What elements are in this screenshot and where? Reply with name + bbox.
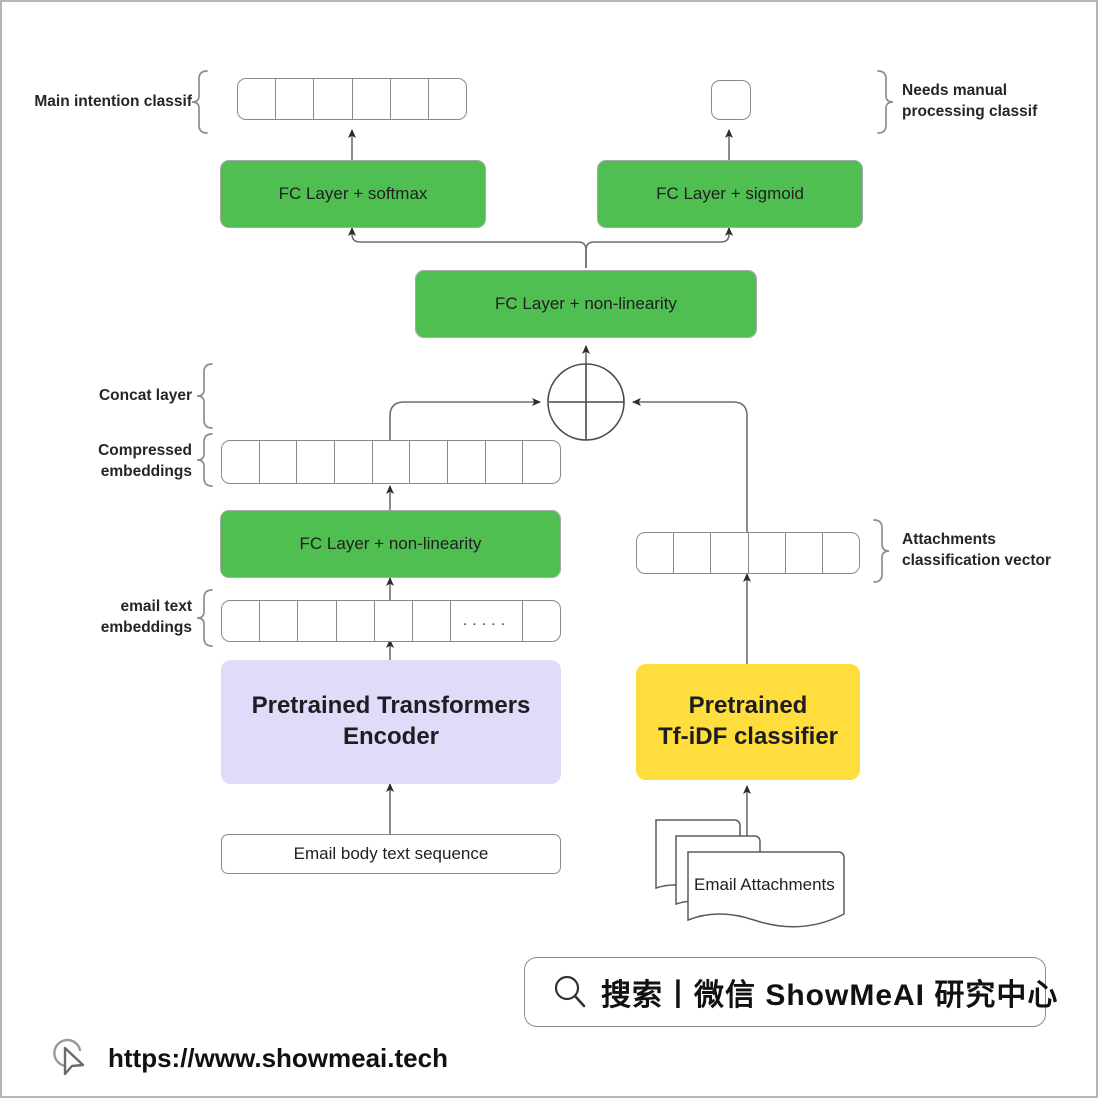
vector-cell [391, 79, 429, 119]
label-email-text-embeddings-text: email text embeddings [100, 598, 192, 636]
node-email-attachments-label-wrap[interactable]: Email Attachments [694, 870, 844, 900]
vector-cell [448, 441, 486, 483]
vector-cell [711, 533, 749, 573]
vector-cell [238, 79, 277, 119]
label-needs-manual-text: Needs manual processing classif [902, 82, 1038, 120]
node-fc-layer-softmax[interactable]: FC Layer + softmax [220, 160, 486, 228]
label-compressed-embeddings-text: Compressed embeddings [98, 442, 192, 480]
vector-cell [786, 533, 823, 573]
vector-cell [260, 601, 299, 641]
node-fc-layer-nonlinearity-top[interactable]: FC Layer + non-linearity [415, 270, 757, 338]
node-fc-nonlinearity-mid-label: FC Layer + non-linearity [299, 534, 482, 554]
vector-cell [674, 533, 712, 573]
vector-cell [413, 601, 452, 641]
vector-cell [712, 81, 750, 119]
vector-cell [276, 79, 315, 119]
vector-cell [375, 601, 413, 641]
node-fc-softmax-label: FC Layer + softmax [278, 184, 428, 204]
node-pretrained-encoder-label: Pretrained Transformers Encoder [251, 692, 531, 750]
vector-cell [486, 441, 524, 483]
vector-cell [429, 79, 466, 119]
vector-main-intention [237, 78, 467, 120]
vector-cell [373, 441, 411, 483]
vector-cell [298, 601, 337, 641]
label-main-intention-classif: Main intention classif [12, 84, 192, 120]
vector-cell [260, 441, 298, 483]
node-pretrained-tfidf-classifier[interactable]: Pretrained Tf-iDF classifier [636, 664, 860, 780]
vector-cell [353, 79, 391, 119]
magnifier-icon [551, 973, 589, 1011]
label-attachments-vector-text: Attachments classification vector [902, 531, 1052, 569]
node-email-body-label: Email body text sequence [293, 844, 489, 863]
vector-cell-ellipsis: ..... [451, 601, 523, 641]
label-concat-layer: Concat layer [22, 380, 192, 412]
node-email-body-text-sequence[interactable]: Email body text sequence [221, 834, 561, 874]
vector-cell [337, 601, 375, 641]
vector-attachments-classification [636, 532, 860, 574]
label-main-intention-text: Main intention classif [34, 92, 192, 110]
vector-cell [335, 441, 373, 483]
cursor-arrow-icon [50, 1036, 94, 1080]
showmeai-url-footer[interactable]: https://www.showmeai.tech [50, 1034, 520, 1082]
vector-cell [523, 441, 560, 483]
vector-email-text-embeddings: ..... [221, 600, 561, 642]
vector-cell [297, 441, 336, 483]
node-email-attachments-label: Email Attachments [694, 875, 835, 894]
label-email-text-embeddings: email text embeddings [22, 596, 192, 640]
label-needs-manual-classif: Needs manual processing classif [902, 74, 1092, 130]
node-pretrained-tfidf-label: Pretrained Tf-iDF classifier [657, 692, 839, 750]
node-fc-nonlinearity-top-label: FC Layer + non-linearity [495, 294, 677, 314]
vector-cell [222, 441, 260, 483]
vector-cell [637, 533, 675, 573]
search-pill-text: 搜索丨微信 ShowMeAI 研究中心 [601, 979, 1059, 1012]
vector-cell [523, 601, 560, 641]
vector-cell [222, 601, 261, 641]
showmeai-search-pill[interactable]: 搜索丨微信 ShowMeAI 研究中心 [524, 957, 1057, 1027]
node-fc-layer-sigmoid[interactable]: FC Layer + sigmoid [597, 160, 863, 228]
node-fc-sigmoid-label: FC Layer + sigmoid [656, 184, 804, 204]
label-compressed-embeddings: Compressed embeddings [22, 440, 192, 484]
node-pretrained-transformers-encoder[interactable]: Pretrained Transformers Encoder [221, 660, 561, 784]
node-fc-layer-nonlinearity-mid[interactable]: FC Layer + non-linearity [220, 510, 561, 578]
vector-cell [823, 533, 859, 573]
label-concat-layer-text: Concat layer [98, 386, 192, 404]
vector-cell [749, 533, 786, 573]
url-text: https://www.showmeai.tech [108, 1042, 448, 1073]
vector-needs-manual [711, 80, 751, 120]
vector-compressed-embeddings [221, 440, 561, 484]
vector-cell [314, 79, 353, 119]
label-attachments-classification-vector: Attachments classification vector [902, 525, 1098, 577]
vector-cell [410, 441, 449, 483]
